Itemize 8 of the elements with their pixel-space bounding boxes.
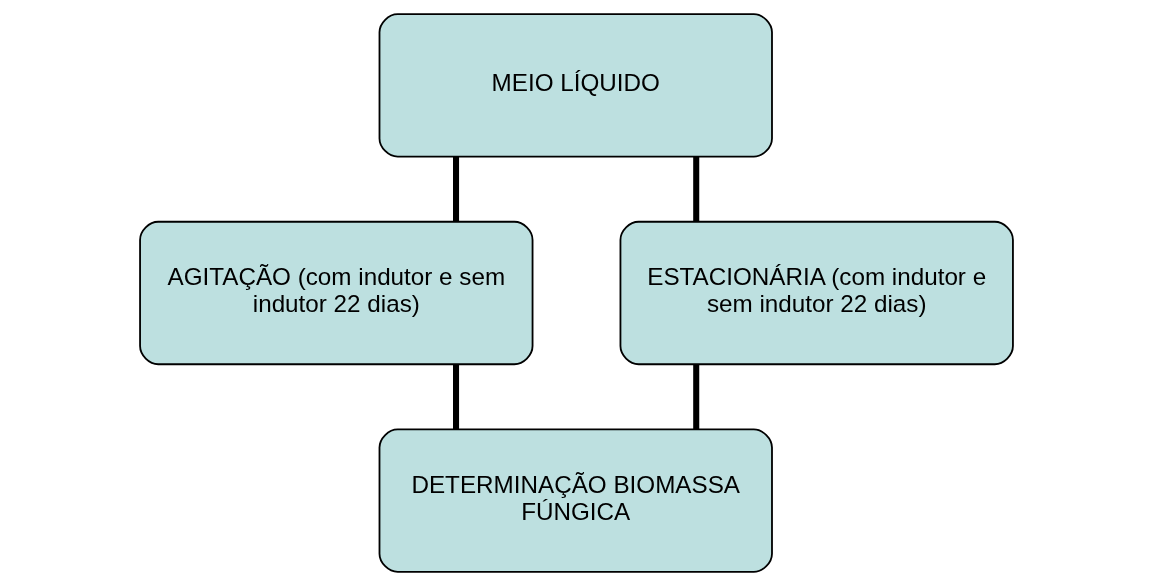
node-box: AGITAÇÃO (com indutor e sem indutor 22 dias) [138, 220, 533, 366]
node-box: MEIO LÍQUIDO [378, 13, 773, 158]
node-box: DETERMINAÇÃO BIOMASSA FÚNGICA [378, 428, 773, 573]
connector [692, 156, 699, 222]
connector [452, 364, 459, 430]
node-box: ESTACIONÁRIA (com indutor e sem indutor 22 dias) [619, 220, 1014, 366]
connector [452, 156, 459, 222]
connector [692, 364, 699, 430]
